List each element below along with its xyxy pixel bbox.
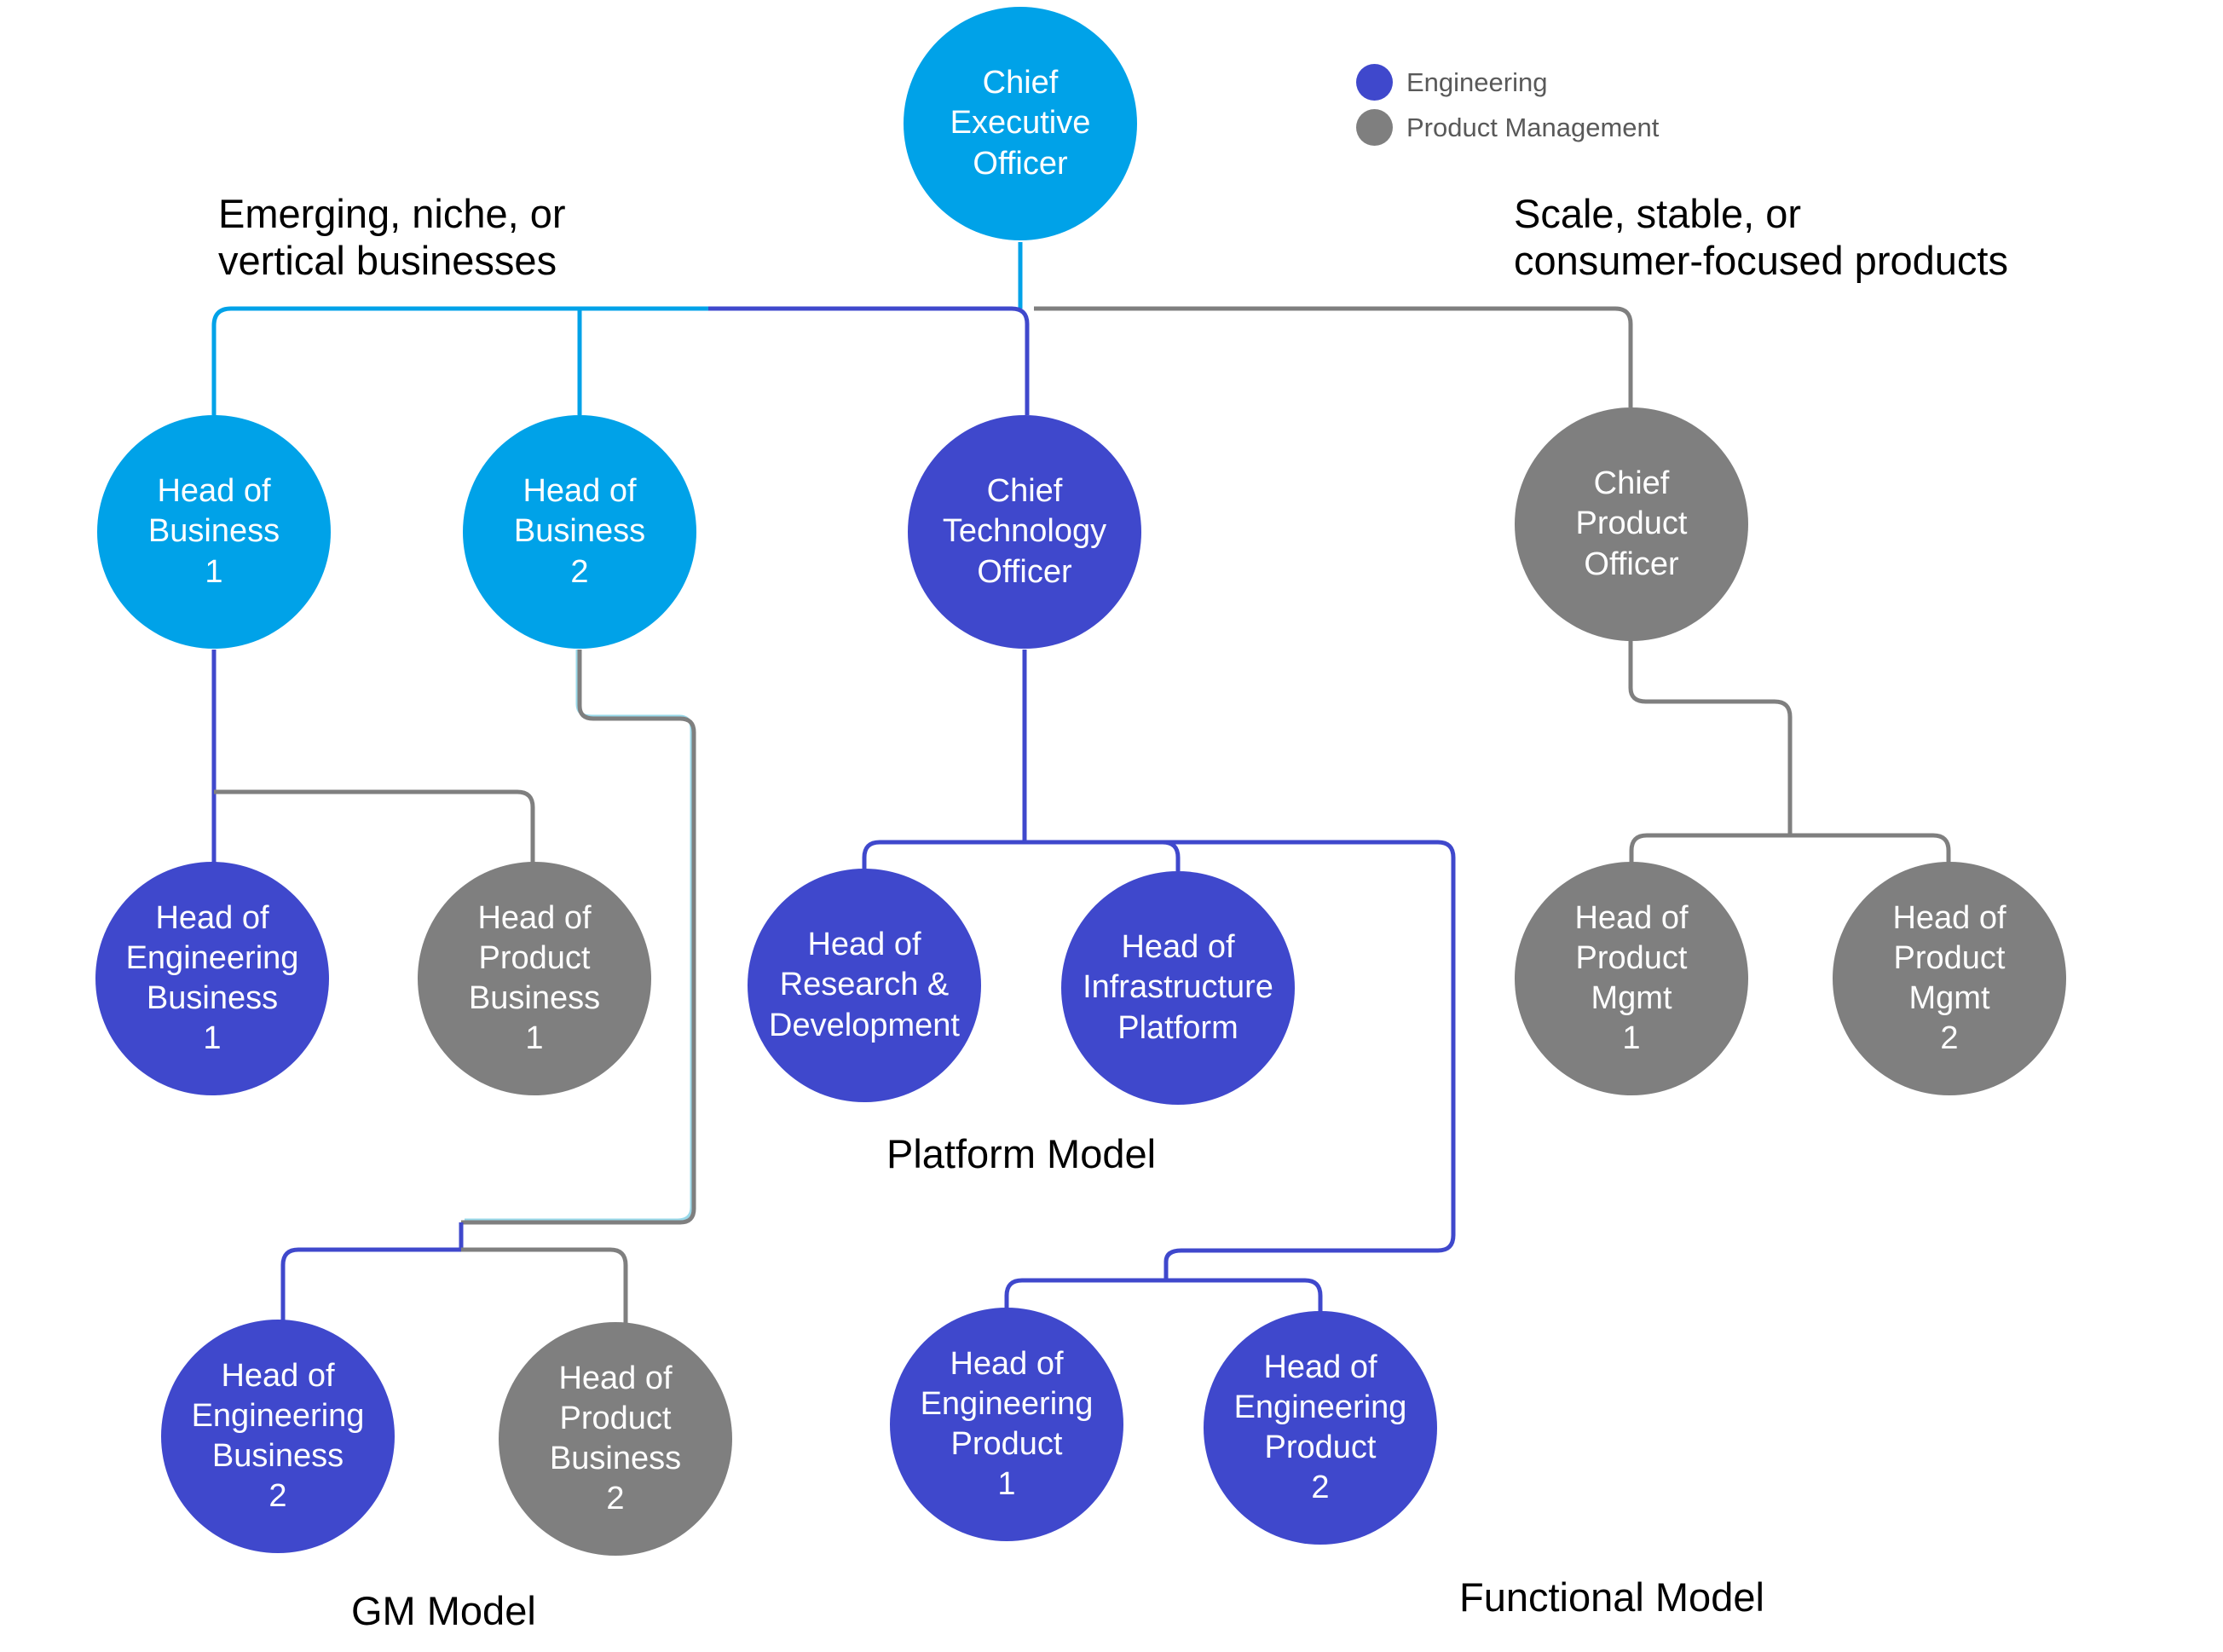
platform-model-label: Platform Model [886, 1131, 1157, 1176]
cpo-node: Chief Product Officer [1515, 407, 1748, 641]
engineering-color-dot-icon [1356, 64, 1393, 101]
engprod1-node: Head of Engineering Product 1 [890, 1308, 1123, 1541]
connector-gm-prodbus2 [461, 1247, 628, 1323]
connector-ceo-hob1 [211, 306, 708, 415]
connector-ceo-cpo [1034, 306, 1633, 407]
pm2-node: Head of Product Mgmt 2 [1833, 862, 2066, 1095]
functional-model-label: Functional Model [1459, 1574, 1764, 1620]
connector-hob1-prodbus1 [214, 789, 535, 863]
legend-item-engineering: Engineering [1356, 60, 1659, 105]
pm1-node: Head of Product Mgmt 1 [1515, 862, 1748, 1095]
connector-cpo-route [1628, 641, 1793, 835]
engbus1-node: Head of Engineering Business 1 [95, 862, 329, 1095]
product-management-color-dot-icon [1356, 109, 1393, 146]
connector-cto-split-and-functional-route [862, 840, 1456, 1280]
connector-hob2-gm-route [461, 650, 696, 1225]
cto-node: Chief Technology Officer [908, 415, 1141, 649]
connector-ceo-cto [708, 306, 1030, 415]
legend: Engineering Product Management [1356, 60, 1659, 150]
connector-gm-engbus2 [280, 1222, 464, 1320]
engbus2-node: Head of Engineering Business 2 [161, 1320, 395, 1553]
prodbus2-node: Head of Product Business 2 [499, 1322, 732, 1556]
connector-pm-split [1629, 833, 1951, 864]
legend-item-product-management: Product Management [1356, 105, 1659, 150]
ceo-node: Chief Executive Officer [904, 7, 1137, 240]
engprod2-node: Head of Engineering Product 2 [1204, 1311, 1437, 1545]
connector-cto-infra [1162, 840, 1181, 871]
right-note: Scale, stable, or consumer-focused produ… [1514, 191, 2008, 283]
legend-label-product-management: Product Management [1406, 112, 1660, 142]
left-note: Emerging, niche, or vertical businesses [218, 191, 566, 283]
prodbus1-node: Head of Product Business 1 [418, 862, 651, 1095]
legend-label-engineering: Engineering [1406, 66, 1548, 97]
infra-node: Head of Infrastructure Platform [1061, 871, 1295, 1105]
connector-functional-split [1004, 1278, 1323, 1313]
gm-model-label: GM Model [351, 1588, 536, 1633]
hob2-node: Head of Business 2 [463, 415, 696, 649]
hob1-node: Head of Business 1 [97, 415, 331, 649]
rnd-node: Head of Research & Development [748, 869, 981, 1102]
